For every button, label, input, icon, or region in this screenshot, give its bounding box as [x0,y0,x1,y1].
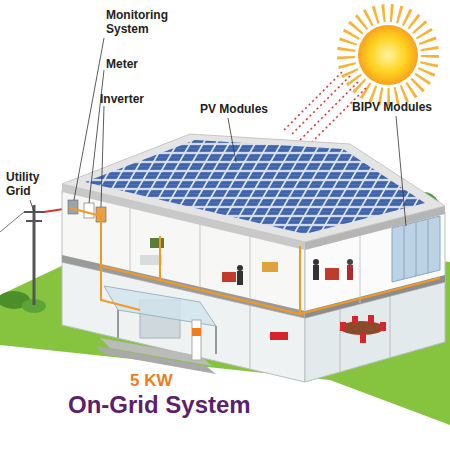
equipment [68,200,78,214]
bipv-windows [416,222,417,276]
person [237,265,243,285]
sun [358,25,418,85]
wiring [299,246,301,314]
pv-array [85,140,425,234]
callout-label: Utility Grid [6,170,48,198]
system-title: On-Grid System [68,392,328,418]
bipv-windows [404,225,405,279]
upper-floor [360,234,361,303]
wiring [70,208,300,314]
person [237,271,243,285]
bipv-windows [392,216,440,282]
sun [346,13,430,97]
upper-floor [262,262,278,272]
upper-floor [250,235,251,299]
wiring [101,266,140,310]
lower-floor [380,322,386,331]
sun-rays [298,82,358,142]
leader-lines [74,38,104,200]
leader-lines [30,38,406,226]
upper-floor [222,272,236,282]
lower-floor [250,306,251,369]
callout-label: Monitoring System [106,8,181,36]
bipv-windows [392,216,440,282]
person [313,259,319,265]
wiring [300,278,440,314]
person [347,259,353,280]
leader-lines [101,106,104,207]
equipment [84,203,94,218]
utility-pole [0,212,24,232]
lower-floor [390,296,391,358]
upper-floor [150,238,164,248]
utility-pole [0,205,70,305]
callout-label: PV Modules [200,102,290,116]
lower-floor [360,334,366,343]
sun-rays [290,76,350,136]
sun-rays [284,72,342,130]
upper-floor [325,268,339,280]
person [237,265,243,271]
sun-rays [306,88,366,148]
callout-label: Meter [106,57,186,71]
person [347,265,353,280]
upper-floor [140,255,162,265]
entrance [215,326,217,354]
lower-floor [340,322,346,331]
wiring [70,208,440,314]
utility-pole [26,220,42,222]
system-size: 5 KW [130,371,220,390]
entrance [192,320,201,360]
bipv-windows [428,219,429,273]
lower-floor [340,309,341,372]
upper-floor [130,206,131,271]
roof [62,134,445,242]
leader-lines [396,116,406,226]
person [347,259,353,265]
roof [62,134,445,250]
bushes [0,291,46,313]
person [313,265,319,280]
lower-floor [340,321,384,335]
person [313,259,319,280]
lower-floor [270,332,288,340]
lower-floor [368,315,374,323]
lower-floor [352,316,358,324]
sun [346,13,430,97]
entrance [96,286,216,374]
entrance [192,328,201,336]
entrance [117,310,119,338]
leader-lines [228,118,236,162]
upper-floor [200,222,201,287]
callout-label: BIPV Modules [352,100,447,114]
callout-label: Inverter [100,92,180,106]
leader-lines [30,200,34,212]
wiring [159,236,161,282]
